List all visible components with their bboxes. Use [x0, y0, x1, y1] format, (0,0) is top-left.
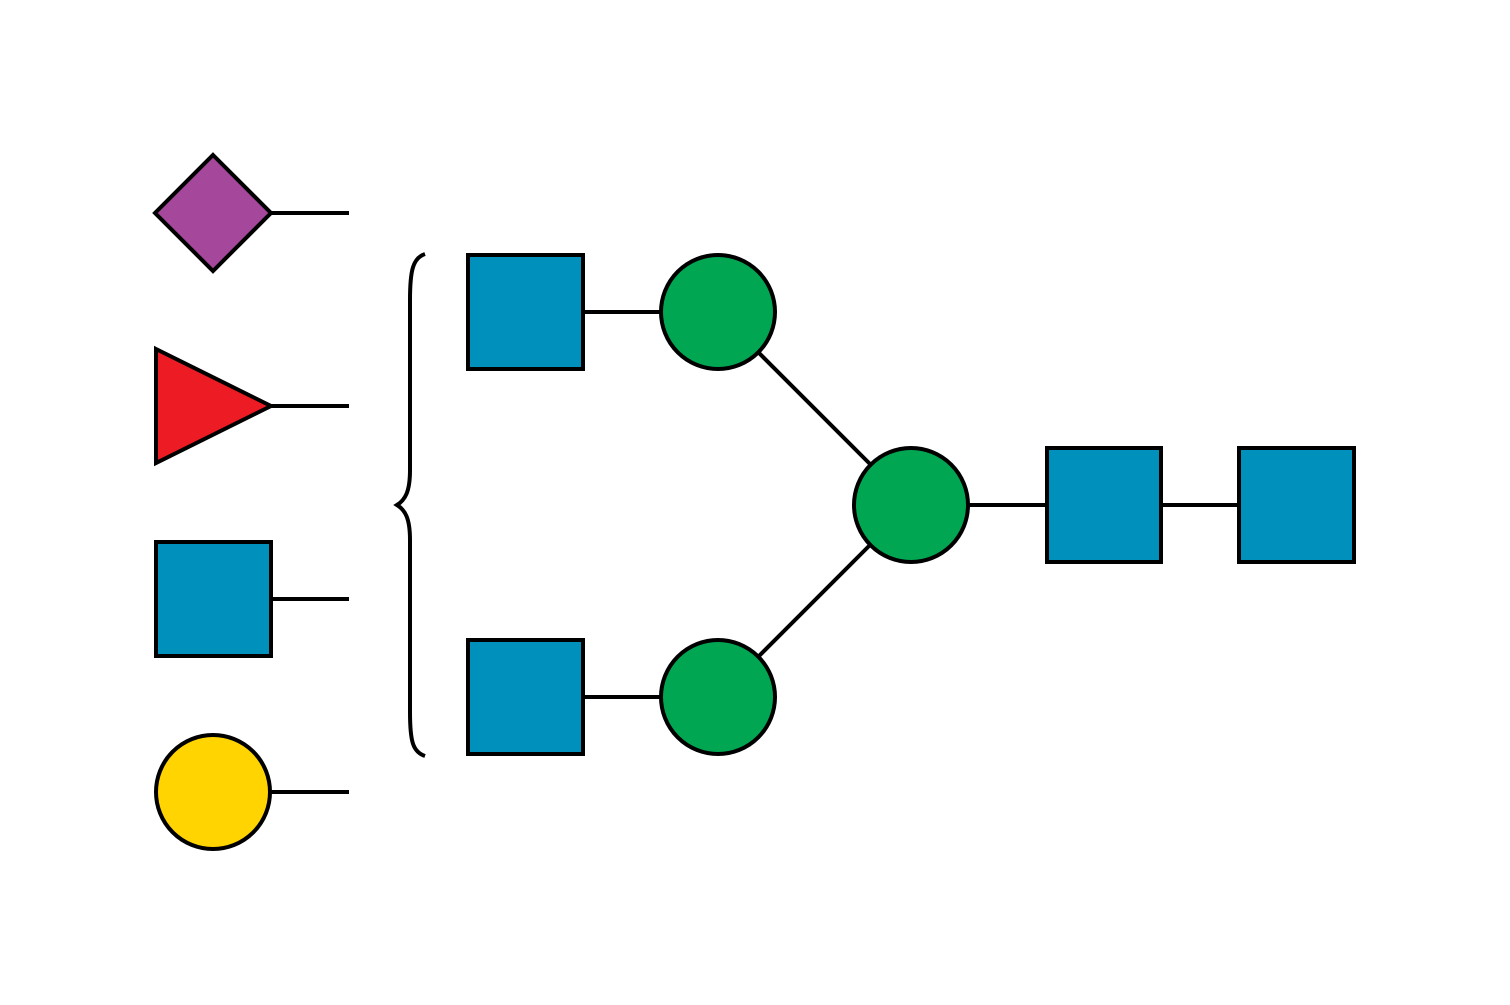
blue-square-icon: [154, 540, 273, 658]
mannose-lower: [659, 638, 777, 756]
linkage-mannose-lower-mannose-core: [756, 542, 873, 659]
glcnac-antenna-upper: [466, 253, 585, 371]
mannose-core: [852, 446, 970, 564]
purple-diamond-icon: [152, 152, 274, 274]
red-triangle-icon: [154, 345, 276, 467]
galactose-residue: [154, 733, 349, 851]
glcnac-core-1: [1045, 446, 1163, 564]
core-linkages: [583, 310, 1239, 699]
attachable-residues: [152, 152, 349, 851]
glcnac-legend-residue: [154, 540, 349, 658]
curly-brace-icon: [393, 252, 426, 758]
linkage-mannose-upper-mannose-core: [756, 350, 873, 467]
fucose-residue: [154, 345, 349, 467]
glcnac-antenna-lower: [466, 638, 585, 756]
core-residues: [466, 253, 1356, 756]
yellow-circle-icon: [154, 733, 272, 851]
mannose-upper: [659, 253, 777, 371]
glcnac-core-2: [1237, 446, 1356, 564]
neu5ac-residue: [152, 152, 349, 274]
